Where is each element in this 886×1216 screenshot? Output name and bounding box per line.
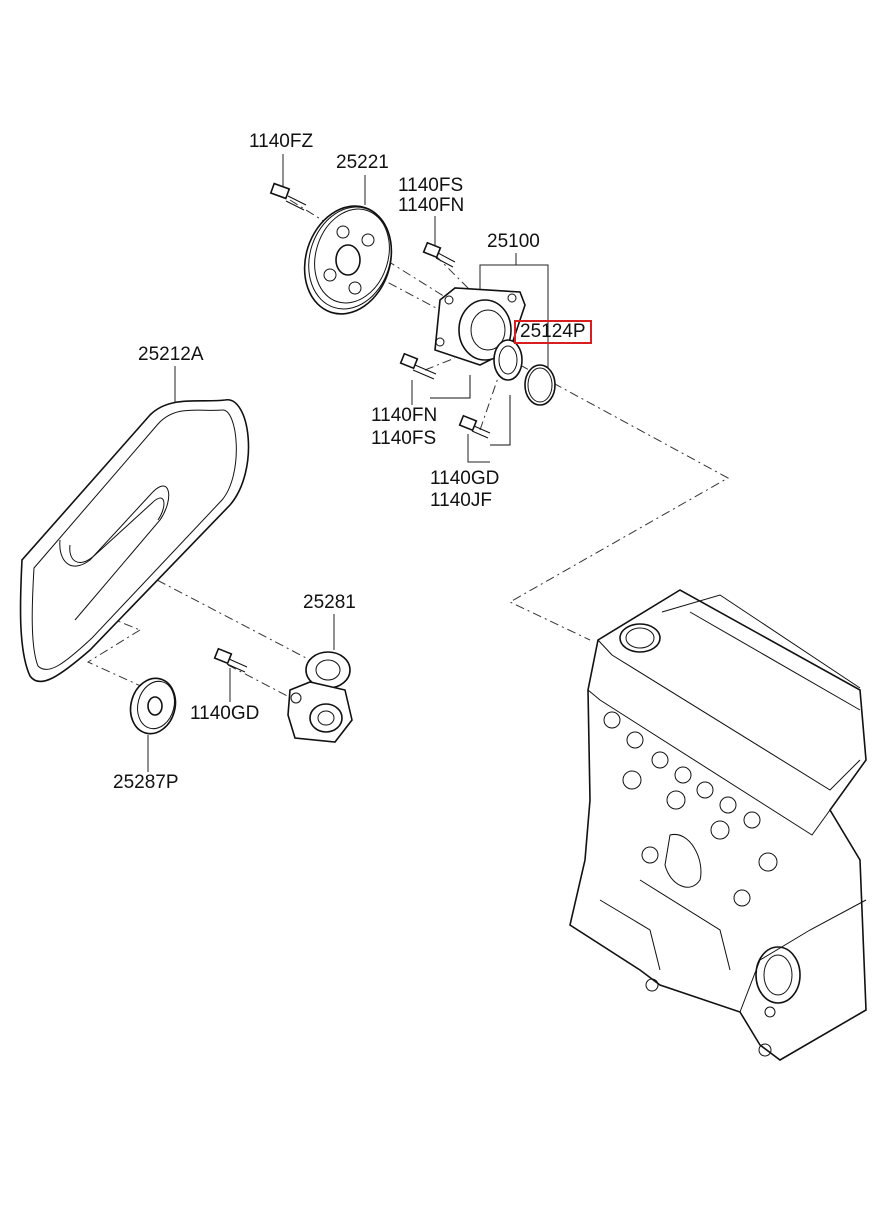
- label-1140fs-mid: 1140FS: [371, 428, 437, 449]
- label-1140fz: 1140FZ: [249, 131, 314, 152]
- bolt-1140fn-shape: [399, 352, 437, 380]
- engine-block-shape: [569, 589, 867, 1061]
- label-1140fs-top: 1140FS: [398, 175, 464, 196]
- label-25100: 25100: [487, 231, 540, 252]
- tensioner-shape: [287, 651, 353, 743]
- bolt-1140gd-lower-shape: [213, 647, 248, 673]
- bolt-1140fs-shape: [422, 241, 456, 268]
- pulley-shape: [303, 205, 393, 315]
- gasket-shape: [493, 339, 556, 406]
- leader-lines: [147, 154, 549, 772]
- label-25281: 25281: [303, 592, 356, 613]
- label-1140gd-low: 1140GD: [190, 703, 260, 724]
- label-25221: 25221: [336, 152, 389, 173]
- label-1140fn-top: 1140FN: [398, 195, 465, 216]
- bolt-1140gd-shape: [458, 414, 491, 439]
- label-1140gd-mid: 1140GD: [430, 468, 500, 489]
- label-25212a: 25212A: [138, 344, 204, 365]
- label-25124p: 25124P: [514, 320, 592, 344]
- label-1140jf: 1140JF: [430, 490, 492, 511]
- bolt-1140fz-shape: [269, 182, 307, 211]
- belt-shape: [19, 399, 250, 683]
- label-1140fn-mid: 1140FN: [371, 405, 438, 426]
- label-25287p: 25287P: [113, 772, 179, 793]
- idler-shape: [129, 677, 177, 735]
